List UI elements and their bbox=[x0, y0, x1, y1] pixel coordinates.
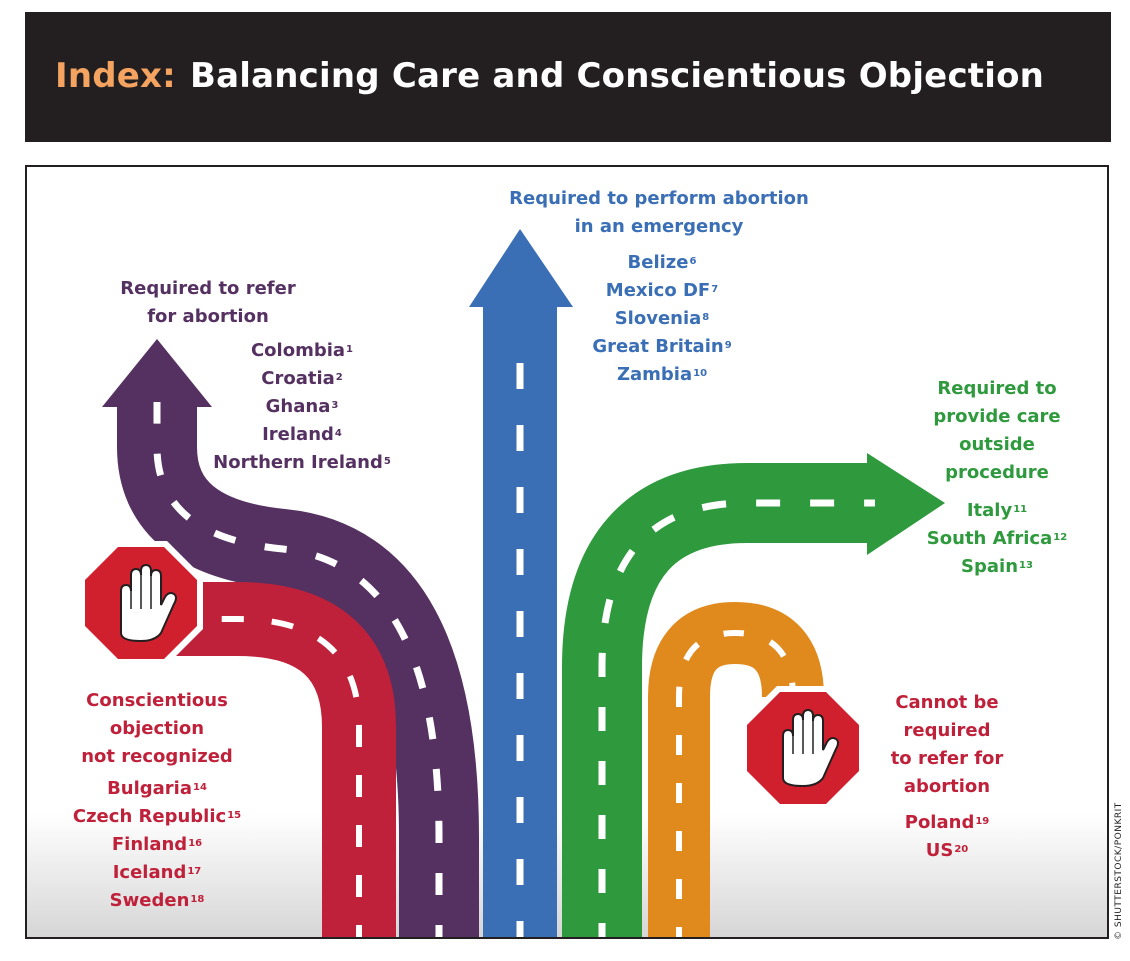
list-item: Finland16 bbox=[111, 834, 203, 855]
list-item: Poland19 bbox=[904, 812, 990, 833]
page-title: Index: Balancing Care and Conscientious O… bbox=[55, 56, 1044, 96]
list-item: Czech Republic15 bbox=[72, 806, 242, 827]
purple-road bbox=[102, 339, 479, 937]
list-item: Colombia1 bbox=[250, 340, 354, 361]
title-text: Balancing Care and Conscientious Objecti… bbox=[189, 56, 1045, 96]
list-item: Croatia2 bbox=[261, 368, 343, 389]
list-item: Great Britain9 bbox=[592, 336, 732, 357]
refer-list: Colombia1 Croatia2 Ghana3 Ireland4 North… bbox=[187, 337, 417, 477]
list-item: Slovenia8 bbox=[614, 308, 710, 329]
emergency-list: Belize6 Mexico DF7 Slovenia8 Great Brita… bbox=[567, 249, 757, 389]
list-item: Sweden18 bbox=[109, 890, 205, 911]
outside-heading: Required to provide care outside procedu… bbox=[933, 378, 1061, 483]
title-prefix: Index: bbox=[55, 56, 176, 96]
list-item: South Africa12 bbox=[926, 528, 1068, 549]
blue-road bbox=[469, 229, 573, 937]
list-item: Ghana3 bbox=[265, 396, 339, 417]
list-item: Zambia10 bbox=[616, 364, 708, 385]
list-item: Belize6 bbox=[627, 252, 697, 273]
orange-road bbox=[648, 601, 824, 937]
diagram-panel: Required to refer for abortion Colombia1… bbox=[25, 165, 1109, 939]
list-item: US20 bbox=[925, 840, 969, 861]
not-recognized-list: Bulgaria14 Czech Republic15 Finland16 Ic… bbox=[47, 775, 267, 915]
outside-list: Italy11 South Africa12 Spain13 bbox=[907, 497, 1087, 581]
arrow-icon bbox=[102, 339, 212, 407]
cannot-refer-heading: Cannot be required to refer for abortion bbox=[890, 692, 1004, 797]
stop-hand-icon bbox=[740, 685, 866, 811]
list-item: Spain13 bbox=[961, 556, 1033, 577]
stop-hand-icon bbox=[78, 540, 204, 666]
roads-illustration bbox=[78, 229, 945, 937]
list-item: Northern Ireland5 bbox=[213, 452, 391, 473]
refer-heading: Required to refer for abortion bbox=[120, 278, 296, 327]
not-recognized-heading: Conscientious objection not recognized bbox=[81, 690, 233, 767]
header-bar: Index: Balancing Care and Conscientious O… bbox=[25, 12, 1111, 142]
cannot-refer-list: Poland19 US20 bbox=[887, 809, 1007, 865]
red-road bbox=[157, 582, 396, 937]
list-item: Bulgaria14 bbox=[107, 778, 207, 799]
arrow-icon bbox=[469, 229, 573, 307]
list-item: Mexico DF7 bbox=[605, 280, 719, 301]
arrow-icon bbox=[867, 453, 945, 555]
emergency-heading: Required to perform abortion in an emerg… bbox=[509, 188, 809, 237]
list-item: Italy11 bbox=[966, 500, 1028, 521]
list-item: Ireland4 bbox=[262, 424, 342, 445]
list-item: Iceland17 bbox=[112, 862, 202, 883]
green-road bbox=[562, 453, 945, 937]
image-credit: © SHUTTERSTOCK/PONKRIT bbox=[1114, 802, 1124, 940]
